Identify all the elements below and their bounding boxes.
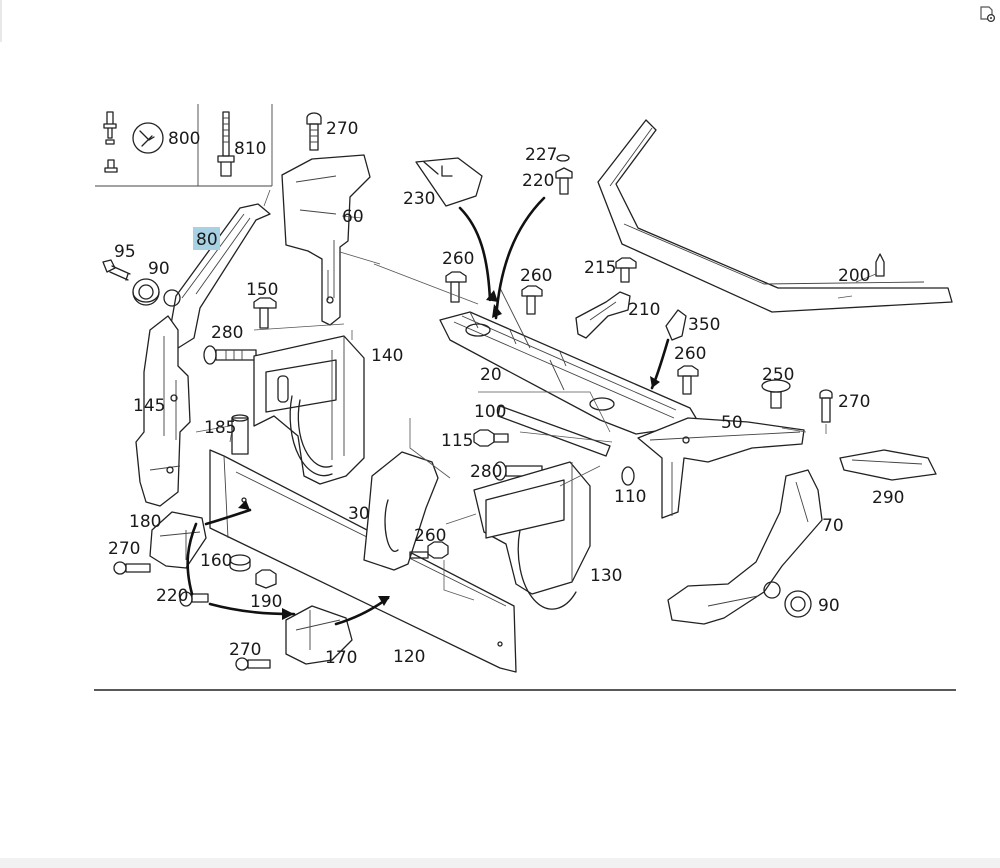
callout-200[interactable]: 200 [838,266,870,286]
bushing-90-right [784,590,812,618]
callout-115[interactable]: 115 [441,431,473,451]
bolt-270-left-lower [113,561,151,575]
callout-30[interactable]: 30 [348,504,370,524]
callout-90-left[interactable]: 90 [148,259,170,279]
hose-200 [597,119,953,313]
bolt-280-left [203,345,257,365]
hardware-legend [95,104,273,187]
callout-250[interactable]: 250 [762,365,794,385]
bolt-150 [253,297,277,329]
callout-160[interactable]: 160 [200,551,232,571]
rod-100 [497,405,611,457]
callout-810[interactable]: 810 [234,139,266,159]
callout-215[interactable]: 215 [584,258,616,278]
bracket-210 [575,291,631,339]
callout-290[interactable]: 290 [872,488,904,508]
arm-70 [667,469,823,625]
bolt-270-bottom [235,657,271,671]
callout-120[interactable]: 120 [393,647,425,667]
bracket-145 [135,315,191,507]
spacer-110 [621,466,635,486]
callout-270-bottom[interactable]: 270 [229,640,261,660]
callout-100[interactable]: 100 [474,402,506,422]
callout-90-right[interactable]: 90 [818,596,840,616]
spacer-160 [229,554,251,572]
callout-170[interactable]: 170 [325,648,357,668]
bracket-30 [363,451,439,571]
callout-210[interactable]: 210 [628,300,660,320]
panel-edge [0,0,2,42]
callout-95[interactable]: 95 [114,242,136,262]
bolt-270-right [819,389,833,423]
bottom-panel [0,858,1000,868]
callout-50[interactable]: 50 [721,413,743,433]
callout-227[interactable]: 227 [525,145,557,165]
callout-highlight [193,227,220,250]
callout-220-bottom[interactable]: 220 [156,586,188,606]
clip-350 [665,309,687,341]
bolt-270-top [306,112,322,151]
clip-250 [761,379,791,409]
callout-800[interactable]: 800 [168,129,200,149]
guide-290 [839,449,937,481]
support-140 [253,335,365,485]
callout-350[interactable]: 350 [688,315,720,335]
callout-180[interactable]: 180 [129,512,161,532]
callout-230[interactable]: 230 [403,189,435,209]
support-130 [473,461,591,610]
leader-lines [195,189,877,601]
clip-227-220 [555,154,573,195]
bolt-260-b [521,285,543,315]
callout-145[interactable]: 145 [133,396,165,416]
callout-260-c[interactable]: 260 [674,344,706,364]
bolt-115 [473,429,509,447]
callout-280-left[interactable]: 280 [211,323,243,343]
bolt-260-c [677,365,699,395]
callout-270-left[interactable]: 270 [108,539,140,559]
callout-280-right[interactable]: 280 [470,462,502,482]
callout-260-a[interactable]: 260 [442,249,474,269]
bolt-260-a [445,271,467,303]
clip-190 [255,569,277,589]
callout-labels: 800 810 270 60 80 95 90 150 280 140 145 … [108,119,904,668]
callout-270-right[interactable]: 270 [838,392,870,412]
callout-110[interactable]: 110 [614,487,646,507]
spacer-185 [231,414,249,455]
callout-260-b[interactable]: 260 [520,266,552,286]
bushing-90-left [132,278,160,306]
bolt-220-lower [179,591,209,607]
bracket-170 [285,605,353,665]
callout-60[interactable]: 60 [342,207,364,227]
bolt-260-d [409,541,449,559]
callout-185[interactable]: 185 [204,418,236,438]
callout-220-top[interactable]: 220 [522,171,554,191]
callout-80[interactable]: 80 [196,230,218,250]
bar-120 [209,449,517,673]
bolt-215 [615,257,637,283]
callout-260-d[interactable]: 260 [414,526,446,546]
callout-150[interactable]: 150 [246,280,278,300]
bracket-50 [637,417,805,519]
screw-95 [102,259,131,281]
callout-20[interactable]: 20 [480,365,502,385]
callout-130[interactable]: 130 [590,566,622,586]
assembly-arrows [186,196,670,626]
callout-140[interactable]: 140 [371,346,403,366]
callout-270-top[interactable]: 270 [326,119,358,139]
bracket-60 [281,154,371,326]
callout-190[interactable]: 190 [250,592,282,612]
bracket-180 [149,511,207,569]
deflector-230 [415,157,483,207]
callout-70[interactable]: 70 [822,516,844,536]
document-settings-icon[interactable] [978,5,996,23]
